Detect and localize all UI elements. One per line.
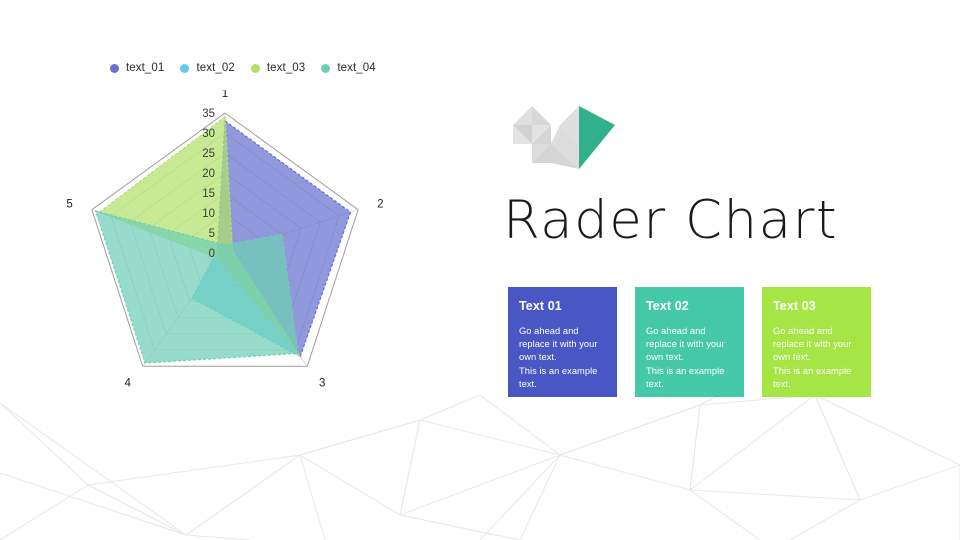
svg-text:5: 5 [66, 199, 72, 211]
text-card-2[interactable]: Text 02 Go ahead and replace it with you… [635, 287, 744, 397]
legend-swatch-icon [250, 63, 260, 73]
text-card-1[interactable]: Text 01 Go ahead and replace it with you… [508, 287, 617, 397]
text-card-title: Text 01 [519, 299, 562, 313]
legend-item-text_02[interactable]: text_02 [180, 62, 235, 74]
text-card-body: Go ahead and replace it with your own te… [646, 326, 725, 389]
svg-text:25: 25 [202, 148, 215, 160]
legend-swatch-icon [110, 63, 119, 73]
text-card-3[interactable]: Text 03 Go ahead and replace it with you… [762, 287, 871, 397]
svg-text:1: 1 [222, 90, 228, 100]
legend-item-text_01[interactable]: text_01 [110, 62, 164, 74]
radar-series-group [94, 115, 352, 364]
svg-text:0: 0 [209, 248, 215, 260]
page-title: Rader Chart [503, 190, 839, 251]
chart-legend: text_01 text_02 text_03 text_04 [110, 62, 392, 74]
svg-text:15: 15 [202, 188, 215, 200]
legend-label: text_02 [196, 62, 235, 74]
text-card-title: Text 02 [646, 299, 689, 313]
svg-text:5: 5 [209, 228, 215, 240]
svg-text:2: 2 [377, 199, 383, 211]
text-card-title: Text 03 [773, 299, 816, 313]
svg-text:3: 3 [319, 377, 325, 389]
legend-label: text_03 [266, 62, 306, 74]
legend-item-text_04[interactable]: text_04 [321, 62, 376, 74]
svg-text:4: 4 [125, 377, 132, 389]
svg-text:20: 20 [202, 168, 215, 180]
origami-bird-logo [513, 106, 615, 169]
svg-text:35: 35 [202, 108, 215, 120]
content-panel: Rader Chart Text 01 Go ahead and replace… [495, 0, 960, 540]
legend-swatch-icon [321, 63, 331, 73]
text-card-body: Go ahead and replace it with your own te… [519, 326, 598, 389]
legend-label: text_01 [126, 62, 165, 74]
text-cards-row: Text 01 Go ahead and replace it with you… [508, 287, 871, 397]
legend-swatch-icon [180, 63, 190, 73]
svg-text:10: 10 [202, 208, 215, 220]
legend-item-text_03[interactable]: text_03 [250, 62, 306, 74]
svg-text:30: 30 [202, 128, 215, 140]
radar-chart: 0 5 10 15 20 25 30 35 1 2 3 4 5 [66, 90, 383, 389]
legend-label: text_04 [337, 62, 376, 74]
radar-category-labels: 1 2 3 4 5 [66, 90, 383, 389]
radar-tick-labels: 0 5 10 15 20 25 30 35 [202, 108, 215, 260]
text-card-body: Go ahead and replace it with your own te… [773, 326, 852, 389]
